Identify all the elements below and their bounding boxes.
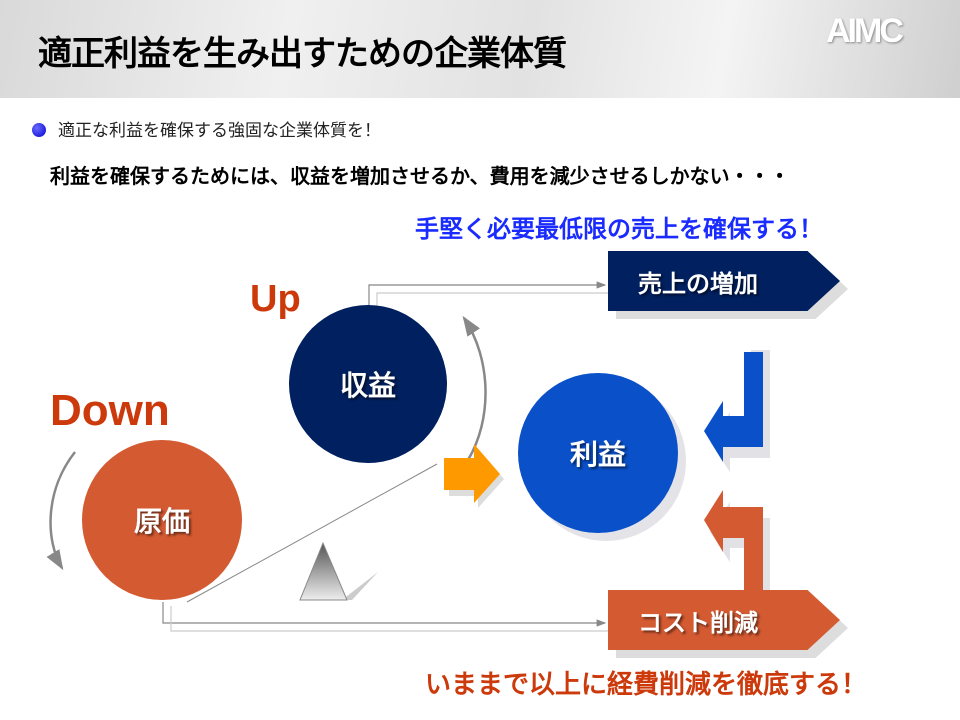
yellow-arrow-icon xyxy=(444,444,500,503)
header-band xyxy=(0,0,960,98)
cost-to-reduction-line-shadow xyxy=(170,606,610,632)
revenue-circle: 収益 xyxy=(289,305,447,463)
orange-elbow-arrow-icon xyxy=(704,490,763,601)
cost-message: いままで以上に経費削減を徹底する！ xyxy=(425,670,868,700)
down-label: Down xyxy=(50,386,170,435)
cost-label: 原価 xyxy=(133,505,190,538)
lead-text: 利益を確保するためには、収益を増加させるか、費用を減少させるしかない・・・ xyxy=(50,164,790,188)
page-title: 適正利益を生み出すための企業体質 xyxy=(38,34,567,74)
sales-message: 手堅く必要最低限の売上を確保する！ xyxy=(415,215,823,243)
bullet-text: 適正な利益を確保する強固な企業体質を！ xyxy=(58,121,381,141)
cost-to-reduction-line xyxy=(162,602,607,627)
bullet-icon xyxy=(32,123,46,137)
triangle-shadow xyxy=(342,572,378,600)
sales-increase-label: 売上の増加 xyxy=(638,269,758,298)
revenue-label: 収益 xyxy=(339,369,396,402)
revenue-to-sales-line-shadow xyxy=(376,292,610,320)
blue-elbow-arrow-icon xyxy=(704,352,763,462)
down-curve-arrow-icon xyxy=(46,451,76,571)
profit-label: 利益 xyxy=(569,438,626,471)
revenue-to-sales-line xyxy=(368,281,607,307)
logo: AIMC xyxy=(826,12,904,50)
cost-reduction-label: コスト削減 xyxy=(638,608,758,637)
cost-reduction-tag: コスト削減 xyxy=(608,590,840,650)
triangle-icon xyxy=(299,541,348,601)
profit-circle: 利益 xyxy=(518,373,678,533)
sales-increase-tag: 売上の増加 xyxy=(608,251,840,311)
cost-circle: 原価 xyxy=(82,440,242,600)
up-curve-arrow-icon xyxy=(462,315,487,461)
up-label: Up xyxy=(250,278,301,320)
diagonal-line xyxy=(186,463,438,603)
